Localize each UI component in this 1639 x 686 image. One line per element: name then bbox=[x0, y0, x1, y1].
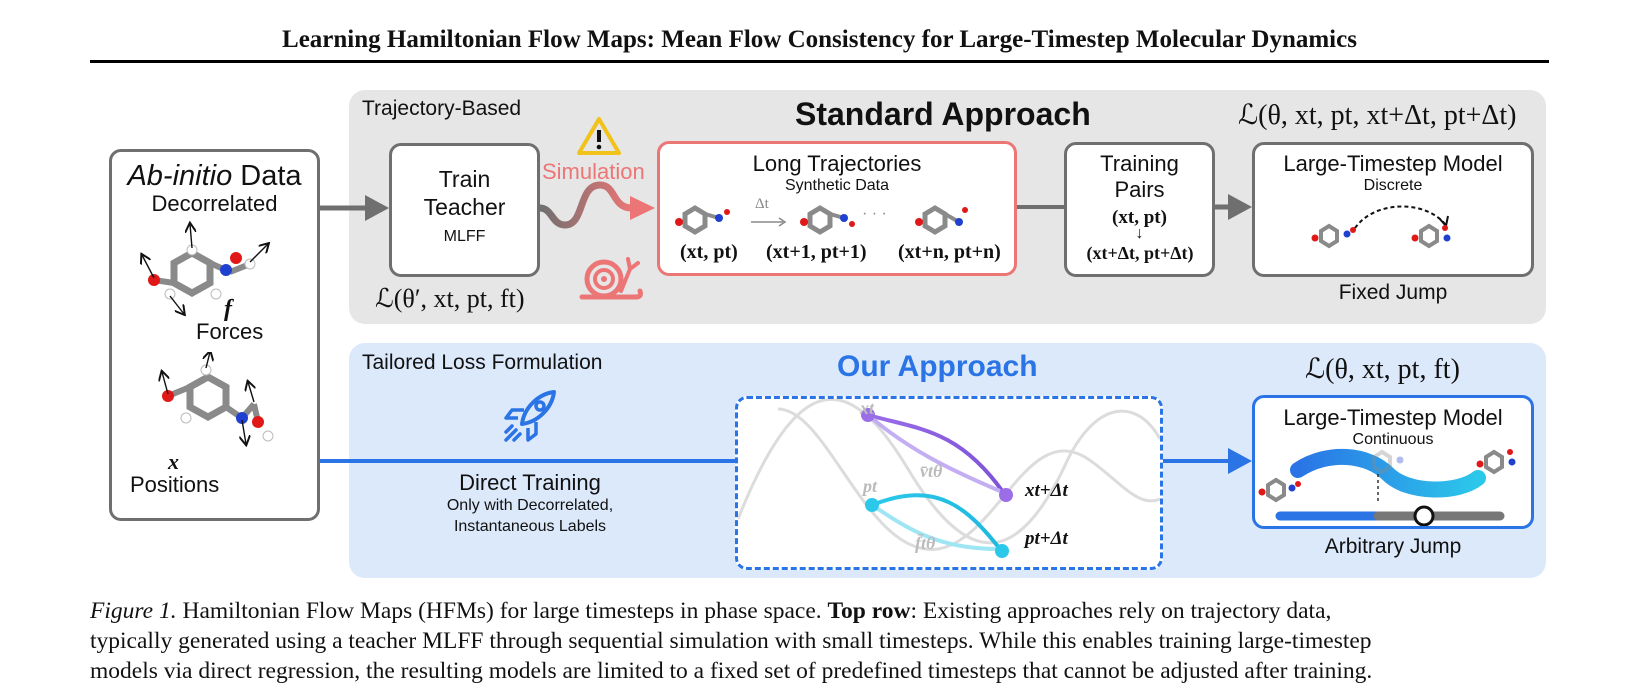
direct-training-label: Direct Training bbox=[459, 470, 601, 495]
traj-molecule-3 bbox=[915, 205, 968, 235]
trajectory-based-label: Trajectory-Based bbox=[362, 97, 522, 120]
continuous-model-sub: Continuous bbox=[1352, 431, 1434, 448]
fixed-jump-label: Fixed Jump bbox=[1338, 281, 1448, 304]
teacher-line-2: Teacher bbox=[423, 194, 506, 220]
arrowhead-data-to-teacher bbox=[365, 195, 389, 221]
traj-molecule-2 bbox=[800, 205, 855, 235]
teacher-line-1: Train bbox=[438, 166, 491, 192]
phase-vbar-label: v̄tθ bbox=[920, 461, 943, 481]
rocket-icon bbox=[504, 390, 556, 442]
positions-symbol: x bbox=[168, 449, 179, 474]
arbitrary-jump-label: Arbitrary Jump bbox=[1324, 535, 1462, 558]
traj-sub: Synthetic Data bbox=[784, 177, 890, 194]
pairs-line-1: Training bbox=[1100, 151, 1179, 176]
our-approach-title: Our Approach bbox=[837, 350, 1038, 383]
ab-initio-heading: Ab-initio Data bbox=[109, 160, 320, 193]
caption-line-2: typically generated using a teacher MLFF… bbox=[90, 628, 1372, 654]
simulation-label: Simulation bbox=[542, 159, 645, 184]
our-loss: ℒ(θ, xt, pt, ft) bbox=[1305, 354, 1460, 385]
caption-line-1: Figure 1. Hamiltonian Flow Maps (HFMs) f… bbox=[90, 596, 1552, 626]
molecule-positions-icon bbox=[146, 352, 274, 452]
caption-line-3: models via direct regression, the result… bbox=[90, 658, 1373, 684]
traj-state-1: (xt, pt) bbox=[680, 241, 738, 263]
forces-symbol: f bbox=[224, 296, 232, 322]
caption-sentence-1: Hamiltonian Flow Maps (HFMs) for large t… bbox=[176, 598, 828, 624]
ab-initio-heading-rest: Data bbox=[232, 160, 302, 192]
traj-molecules bbox=[675, 205, 968, 235]
molecule-forces-icon bbox=[132, 220, 282, 320]
pairs-arrow: ↓ bbox=[1135, 225, 1144, 242]
figure-caption: Figure 1. Hamiltonian Flow Maps (HFMs) f… bbox=[90, 596, 1552, 686]
phase-x-end-label: xt+Δt bbox=[1025, 480, 1068, 501]
phase-space-plot bbox=[738, 399, 1160, 558]
ab-initio-data-box bbox=[109, 149, 320, 521]
standard-approach-title: Standard Approach bbox=[795, 96, 1091, 132]
traj-state-2: (xt+1, pt+1) bbox=[766, 241, 867, 263]
phase-xt-label: xt bbox=[860, 398, 875, 418]
arrowhead-pairs-to-model bbox=[1228, 194, 1252, 220]
ab-initio-heading-italic: Ab-initio bbox=[127, 160, 233, 192]
direct-training-sub-1: Only with Decorrelated, bbox=[446, 497, 614, 514]
title-rule bbox=[90, 60, 1549, 63]
simulation-arrowhead bbox=[630, 196, 655, 220]
continuous-model-title: Large-Timestep Model bbox=[1283, 405, 1503, 430]
train-teacher-box bbox=[389, 143, 540, 277]
simulation-squiggle bbox=[536, 181, 636, 229]
discrete-model-title: Large-Timestep Model bbox=[1283, 151, 1503, 176]
discrete-model-box bbox=[1252, 142, 1534, 277]
teacher-loss: ℒ(θ′, xt, pt, ft) bbox=[375, 284, 525, 313]
training-pairs-box bbox=[1064, 142, 1215, 277]
warning-icon bbox=[577, 117, 621, 155]
discrete-jump-illustration bbox=[1311, 205, 1451, 249]
connector-layer bbox=[318, 181, 1252, 474]
traj-state-3: (xt+n, pt+n) bbox=[898, 241, 1001, 263]
decorrelated-label: Decorrelated bbox=[151, 191, 278, 216]
caption-line-1-rest: : Existing approaches rely on trajectory… bbox=[910, 598, 1332, 624]
phase-fbar-label: f̄tθ bbox=[915, 533, 936, 553]
phase-p-end-label: pt+Δt bbox=[1025, 528, 1068, 549]
positions-label: Positions bbox=[130, 472, 220, 497]
pairs-line-2: Pairs bbox=[1114, 177, 1165, 202]
traj-title: Long Trajectories bbox=[752, 151, 922, 176]
long-trajectories-box bbox=[657, 141, 1017, 276]
arrowhead-direct-training bbox=[1228, 448, 1252, 474]
traj-dt-label: Δt bbox=[755, 196, 769, 212]
tailored-loss-label: Tailored Loss Formulation bbox=[362, 351, 603, 374]
page-title: Learning Hamiltonian Flow Maps: Mean Flo… bbox=[282, 26, 1357, 53]
continuous-jump-illustration bbox=[1258, 448, 1516, 526]
traj-molecule-1 bbox=[675, 205, 730, 235]
direct-training-sub-2: Instantaneous Labels bbox=[453, 518, 607, 535]
standard-loss: ℒ(θ, xt, pt, xt+Δt, pt+Δt) bbox=[1238, 100, 1517, 131]
caption-figure-label: Figure 1. bbox=[90, 598, 177, 624]
traj-dots: · · · bbox=[862, 205, 887, 222]
caption-bold-label: Top row bbox=[827, 598, 911, 624]
pairs-bottom: (xt+Δt, pt+Δt) bbox=[1086, 243, 1194, 263]
forces-label: Forces bbox=[196, 319, 264, 344]
discrete-model-sub: Discrete bbox=[1363, 177, 1423, 194]
pairs-top: (xt, pt) bbox=[1112, 207, 1167, 228]
teacher-sub: MLFF bbox=[443, 228, 486, 245]
phase-pt-label: pt bbox=[863, 476, 878, 496]
snail-icon bbox=[579, 257, 643, 300]
